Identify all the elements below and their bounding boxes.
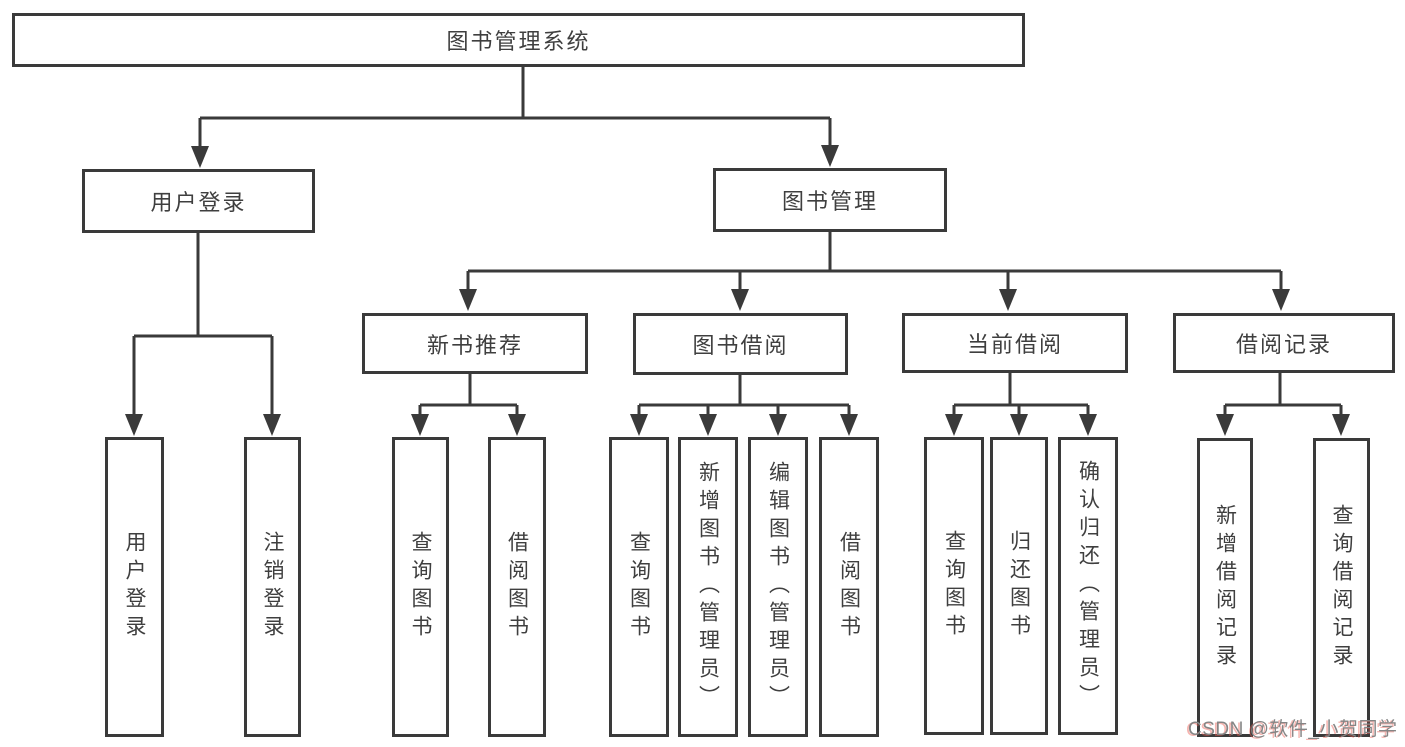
arrow-into-new-book	[459, 289, 477, 311]
leaf-query-books-borrow: 查询图书	[609, 437, 669, 737]
connector-management-branch	[459, 232, 1290, 311]
leaf-edit-books-admin: 编辑图书（管理员）	[748, 437, 808, 737]
leaf-query-books-recommend: 查询图书	[392, 437, 449, 737]
leaf-return-books: 归还图书	[990, 437, 1048, 735]
connector-borrow-record-group	[1216, 373, 1350, 436]
leaf-add-books-admin: 新增图书（管理员）	[678, 437, 738, 737]
csdn-watermark: CSDN @软件_小贺同学	[1188, 719, 1398, 740]
arrow-into-book-borrow	[731, 289, 749, 311]
leaf-logout-login: 注销登录	[244, 437, 301, 737]
leaf-query-books-current: 查询图书	[924, 437, 984, 735]
leaf-add-borrow-record: 新增借阅记录	[1197, 438, 1253, 737]
leaf-confirm-return-admin: 确认归还（管理员）	[1058, 437, 1118, 735]
arrow-into-leaf-logout	[263, 414, 281, 436]
connector-new-book-group	[411, 374, 526, 436]
arrow-into-leaf-user-login	[125, 414, 143, 436]
node-book-borrow: 图书借阅	[633, 313, 848, 375]
leaf-borrow-books-recommend: 借阅图书	[488, 437, 546, 737]
leaf-query-borrow-record: 查询借阅记录	[1313, 438, 1370, 737]
connector-current-borrow-group	[945, 373, 1097, 436]
arrow-into-user-login	[191, 146, 209, 168]
arrow-into-current-borrow	[999, 289, 1017, 311]
node-user-login: 用户登录	[82, 169, 315, 233]
arrow-into-book-management	[821, 145, 839, 167]
node-borrow-record: 借阅记录	[1173, 313, 1395, 373]
connector-root-branch	[191, 67, 839, 168]
node-root-system: 图书管理系统	[12, 13, 1025, 67]
node-new-book-recommend: 新书推荐	[362, 313, 588, 374]
node-book-management: 图书管理	[713, 168, 947, 232]
node-current-borrow: 当前借阅	[902, 313, 1128, 373]
connector-book-borrow-group	[630, 375, 858, 436]
arrow-into-borrow-record	[1272, 289, 1290, 311]
connector-login-branch	[125, 233, 281, 436]
leaf-borrow-books: 借阅图书	[819, 437, 879, 737]
leaf-user-login: 用户登录	[105, 437, 164, 737]
